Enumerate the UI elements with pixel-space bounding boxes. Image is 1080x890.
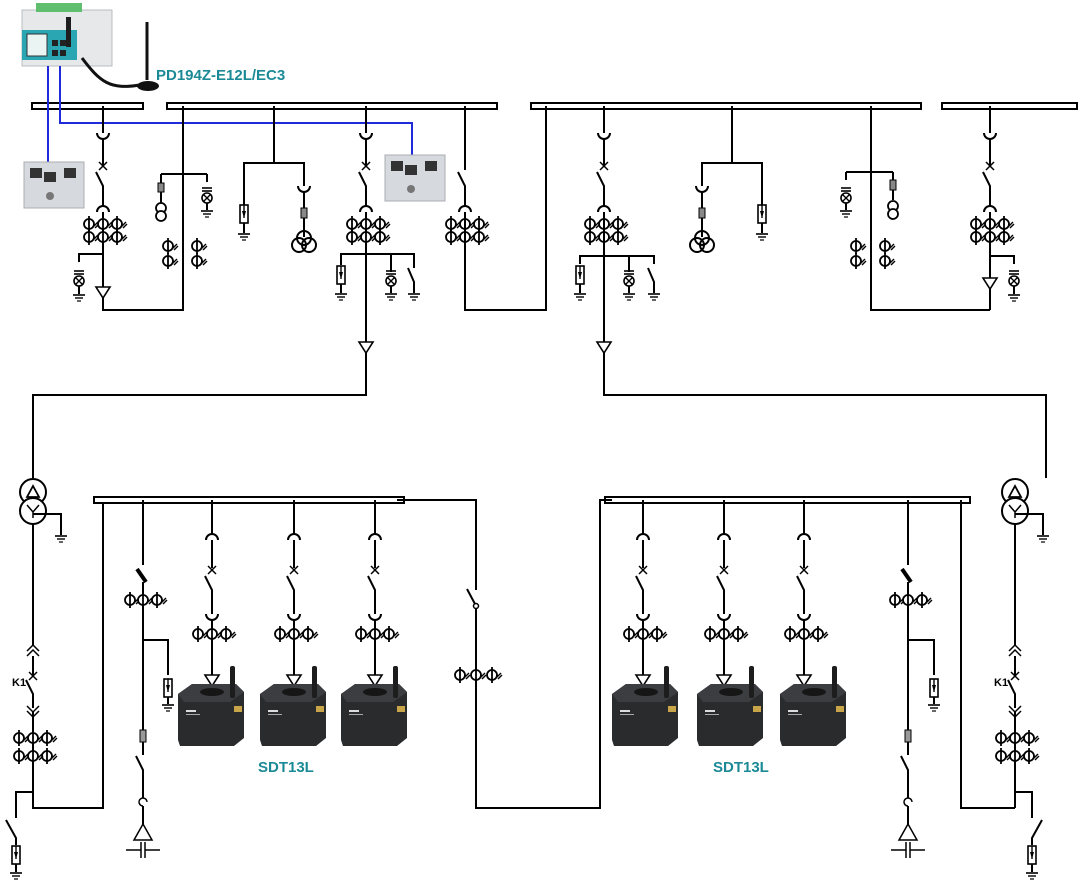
pt-arrester-branch-1 <box>237 106 317 253</box>
pt-branch-2 <box>839 106 990 311</box>
pt-branch-1 <box>155 173 214 270</box>
capacitor-branch-left <box>124 500 175 858</box>
sdt13l-sensor-icon <box>780 666 846 746</box>
lv-feeder-right-3 <box>784 500 829 687</box>
lv-busbar-left <box>93 496 405 504</box>
transformer-right: K1 <box>960 395 1050 880</box>
ct-module-icon <box>384 154 446 202</box>
lv-bus-coupler <box>397 499 612 809</box>
busbar-4 <box>941 102 1078 110</box>
busbar-1 <box>31 102 144 110</box>
lv-feeder-right-2 <box>704 500 749 687</box>
lv-feeder-left-1 <box>192 500 237 687</box>
transformer-left: K1 <box>5 478 104 880</box>
sensor-model-label-right: SDT13L <box>713 759 769 776</box>
lv-feeder-left-2 <box>274 500 319 687</box>
busbar-3 <box>530 102 922 110</box>
meter-device-icon <box>21 3 159 91</box>
sensor-model-label-left: SDT13L <box>258 759 314 776</box>
pt-arrester-branch-2 <box>689 106 769 253</box>
bus-coupler-top <box>445 106 547 311</box>
incoming-feeder-1 <box>72 106 184 311</box>
lv-busbar-right <box>604 496 971 504</box>
lv-feeder-right-1 <box>623 500 668 687</box>
outgoing-feeder-2 <box>573 106 1047 478</box>
incoming-feeder-2 <box>970 106 1021 310</box>
meter-model-label: PD194Z-E12L/EC3 <box>156 67 285 84</box>
breaker-label-right: K1 <box>994 677 1008 689</box>
ct-module-icon <box>23 161 85 209</box>
comm-line-ct2 <box>59 66 413 158</box>
capacitor-branch-right <box>889 500 941 858</box>
outgoing-feeder-1 <box>32 106 421 478</box>
breaker-label-left: K1 <box>12 677 26 689</box>
lv-feeder-left-3 <box>355 500 400 687</box>
busbar-2 <box>166 102 498 110</box>
